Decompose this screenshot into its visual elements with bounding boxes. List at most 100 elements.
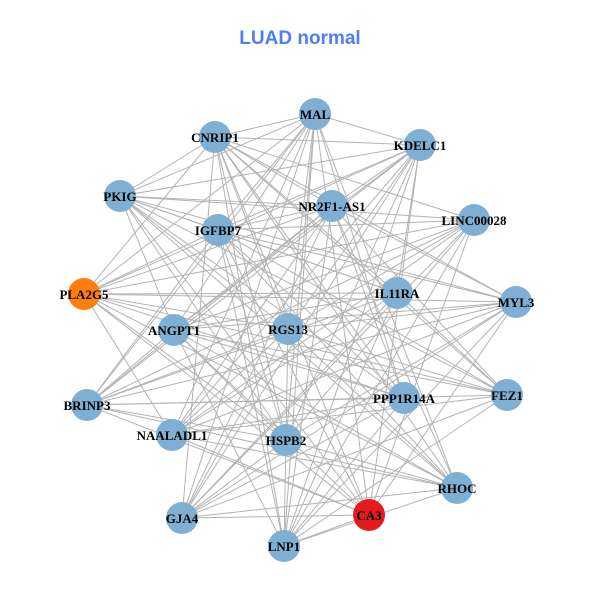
- node-label: MYL3: [498, 295, 535, 310]
- edge-CNRIP1-NR2F1-AS1: [214, 136, 333, 207]
- edge-ANGPT1-RHOC: [173, 329, 458, 489]
- node-GJA4[interactable]: GJA4: [166, 502, 199, 534]
- node-HSPB2[interactable]: HSPB2: [266, 424, 306, 456]
- node-label: RHOC: [438, 481, 477, 496]
- node-circle: [388, 382, 420, 414]
- edge-CNRIP1-MYL3: [214, 136, 517, 303]
- edge-IGFBP7-LNP1: [217, 229, 285, 547]
- node-circle: [199, 121, 231, 153]
- node-label: GJA4: [166, 511, 199, 526]
- edge-CNRIP1-RHOC: [214, 136, 458, 489]
- edge-NR2F1-AS1-PLA2G5: [83, 205, 333, 295]
- node-label: NAALADL1: [137, 428, 208, 443]
- edge-MYL3-RGS13: [287, 301, 517, 330]
- node-MYL3[interactable]: MYL3: [498, 286, 535, 318]
- edge-MAL-CNRIP1: [214, 113, 316, 138]
- node-circle: [202, 214, 234, 246]
- node-CNRIP1[interactable]: CNRIP1: [191, 121, 239, 153]
- edge-IGFBP7-PPP1R14A: [217, 229, 405, 399]
- edge-NR2F1-AS1-MYL3: [331, 205, 517, 303]
- node-circle: [166, 502, 198, 534]
- edge-PPP1R14A-LNP1: [283, 397, 405, 547]
- node-circle: [104, 180, 136, 212]
- edge-RHOC-GJA4: [181, 487, 458, 519]
- edge-ANGPT1-BRINP3: [86, 329, 175, 406]
- edge-MYL3-ANGPT1: [173, 301, 517, 331]
- edge-PKIG-RGS13: [119, 195, 289, 330]
- node-PPP1R14A[interactable]: PPP1R14A: [373, 382, 436, 414]
- edge-PKIG-NR2F1-AS1: [119, 195, 333, 207]
- node-IL11RA[interactable]: IL11RA: [375, 277, 420, 309]
- node-circle: [158, 314, 190, 346]
- node-label: MAL: [300, 107, 331, 122]
- edge-IGFBP7-FEZ1: [217, 229, 508, 396]
- edge-NR2F1-AS1-PPP1R14A: [331, 205, 405, 399]
- edge-ANGPT1-CA3: [173, 329, 370, 516]
- node-NR2F1-AS1[interactable]: NR2F1-AS1: [298, 190, 366, 222]
- edge-IGFBP7-BRINP3: [86, 229, 219, 406]
- node-label: CNRIP1: [191, 130, 239, 145]
- node-LINC00028[interactable]: LINC00028: [441, 204, 507, 236]
- node-CA3[interactable]: CA3: [353, 499, 385, 531]
- edge-KDELC1-ANGPT1: [173, 144, 421, 331]
- edge-BRINP3-HSPB2: [86, 404, 287, 441]
- edge-NR2F1-AS1-RHOC: [331, 205, 458, 489]
- node-BRINP3[interactable]: BRINP3: [64, 389, 111, 421]
- node-MAL[interactable]: MAL: [299, 98, 331, 130]
- edge-KDELC1-LNP1: [283, 144, 421, 547]
- edge-MYL3-GJA4: [181, 301, 517, 519]
- edge-KDELC1-HSPB2: [285, 144, 421, 441]
- node-circle: [270, 424, 302, 456]
- node-label: RGS13: [268, 322, 308, 337]
- edge-MYL3-NAALADL1: [171, 301, 517, 436]
- node-circle: [156, 419, 188, 451]
- edge-FEZ1-NAALADL1: [171, 394, 508, 436]
- edge-IGFBP7-LINC00028: [217, 219, 475, 231]
- edge-CNRIP1-KDELC1: [214, 136, 421, 146]
- edge-ANGPT1-FEZ1: [173, 329, 508, 396]
- edge-IL11RA-BRINP3: [86, 292, 398, 406]
- edge-RGS13-GJA4: [181, 328, 289, 519]
- edge-MAL-KDELC1: [314, 113, 421, 146]
- edge-PKIG-LINC00028: [119, 195, 475, 221]
- node-LNP1[interactable]: LNP1: [268, 530, 301, 562]
- node-circle: [500, 286, 532, 318]
- node-circle: [381, 277, 413, 309]
- edge-BRINP3-CA3: [86, 404, 370, 516]
- node-label: IL11RA: [375, 286, 420, 301]
- edge-KDELC1-PLA2G5: [83, 144, 421, 295]
- edge-IGFBP7-CA3: [217, 229, 370, 516]
- node-RHOC[interactable]: RHOC: [438, 472, 477, 504]
- node-NAALADL1[interactable]: NAALADL1: [137, 419, 208, 451]
- node-circle: [353, 499, 385, 531]
- edge-PLA2G5-MYL3: [83, 293, 517, 303]
- node-FEZ1[interactable]: FEZ1: [491, 379, 523, 411]
- edge-PLA2G5-IL11RA: [83, 292, 398, 295]
- edge-KDELC1-NAALADL1: [171, 144, 421, 436]
- node-PLA2G5[interactable]: PLA2G5: [59, 278, 109, 310]
- edge-KDELC1-BRINP3: [86, 144, 421, 406]
- node-label: NR2F1-AS1: [298, 199, 365, 214]
- edge-CNRIP1-PLA2G5: [83, 136, 216, 295]
- node-label: KDELC1: [394, 138, 447, 153]
- edge-MAL-NAALADL1: [171, 113, 316, 436]
- edge-RGS13-FEZ1: [287, 328, 508, 396]
- node-IGFBP7[interactable]: IGFBP7: [195, 214, 242, 246]
- node-KDELC1[interactable]: KDELC1: [394, 129, 447, 161]
- edge-IL11RA-ANGPT1: [173, 292, 398, 331]
- edge-NR2F1-AS1-NAALADL1: [171, 205, 333, 436]
- edge-MYL3-CA3: [368, 301, 517, 516]
- edge-NR2F1-AS1-LNP1: [283, 205, 333, 547]
- node-label: BRINP3: [64, 398, 111, 413]
- edge-CNRIP1-FEZ1: [214, 136, 508, 396]
- node-ANGPT1[interactable]: ANGPT1: [148, 314, 200, 346]
- node-label: FEZ1: [491, 388, 523, 403]
- edge-KDELC1-IGFBP7: [217, 144, 421, 231]
- edge-MAL-PKIG: [119, 113, 316, 197]
- node-label: LINC00028: [441, 213, 507, 228]
- node-PKIG[interactable]: PKIG: [103, 180, 137, 212]
- node-circle: [316, 190, 348, 222]
- node-label: PKIG: [103, 189, 136, 204]
- node-RGS13[interactable]: RGS13: [268, 313, 308, 345]
